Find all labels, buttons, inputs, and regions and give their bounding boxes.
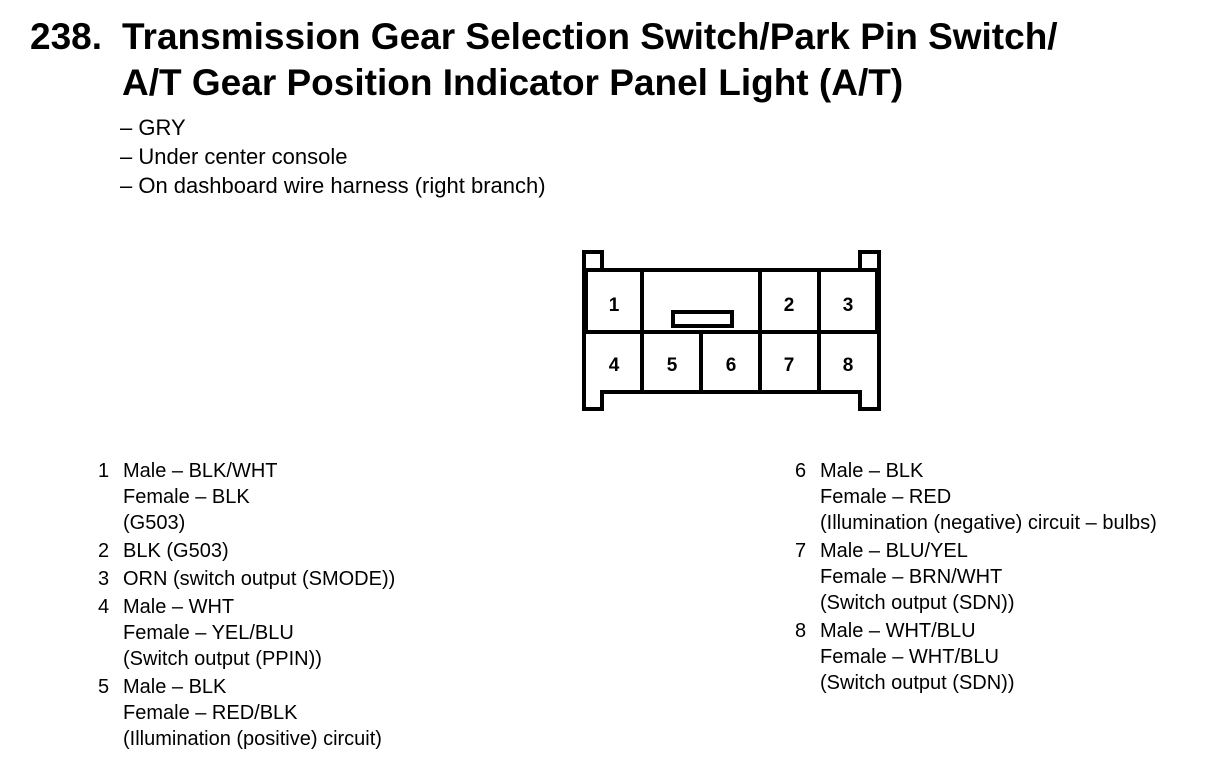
pin-label-6: 6 <box>726 355 737 376</box>
pin-detail: Male – WHT/BLU <box>820 620 976 642</box>
pin-list-left: 1 Male – BLK/WHT Female – BLK (G503) 2 B… <box>98 458 395 754</box>
title-line-1: Transmission Gear Selection Switch/Park … <box>122 16 1058 57</box>
pin-number: 7 <box>795 540 807 562</box>
pin-detail: (Switch output (SDN)) <box>820 672 1015 694</box>
pin-entry-6: 6 Male – BLK Female – RED (Illumination … <box>795 458 1157 536</box>
pin-entry-2: 2 BLK (G503) <box>98 538 395 564</box>
pin-entry-8: 8 Male – WHT/BLU Female – WHT/BLU (Switc… <box>795 618 1157 696</box>
pin-detail: (G503) <box>123 512 186 534</box>
page-title: Transmission Gear Selection Switch/Park … <box>122 14 1058 106</box>
cell-dividers-bottom <box>640 332 821 392</box>
pin-detail: Female – RED/BLK <box>123 702 298 724</box>
note-location: – Under center console <box>120 144 348 169</box>
pin-detail: Male – BLU/YEL <box>820 540 968 562</box>
pin-detail: BLK (G503) <box>123 540 229 562</box>
pin-detail: (Switch output (PPIN)) <box>123 648 322 670</box>
cell-pin-3 <box>817 268 879 334</box>
pin-list-right: 6 Male – BLK Female – RED (Illumination … <box>795 458 1157 698</box>
pin-detail: Female – YEL/BLU <box>123 622 294 644</box>
pin-number: 6 <box>795 460 807 482</box>
note-harness: – On dashboard wire harness (right branc… <box>120 173 546 198</box>
pin-entry-7: 7 Male – BLU/YEL Female – BRN/WHT (Switc… <box>795 538 1157 616</box>
pin-entry-5: 5 Male – BLK Female – RED/BLK (Illuminat… <box>98 674 395 752</box>
pin-number: 8 <box>795 620 807 642</box>
pin-number: 5 <box>98 676 110 698</box>
pin-label-8: 8 <box>843 355 854 376</box>
cell-pin-1 <box>584 268 644 334</box>
pin-entry-1: 1 Male – BLK/WHT Female – BLK (G503) <box>98 458 395 536</box>
pin-detail: (Switch output (SDN)) <box>820 592 1015 614</box>
pin-detail: (Illumination (negative) circuit – bulbs… <box>820 512 1157 534</box>
pin-detail: (Illumination (positive) circuit) <box>123 728 382 750</box>
pin-number: 4 <box>98 596 110 618</box>
pin-detail: Female – WHT/BLU <box>820 646 999 668</box>
pin-label-2: 2 <box>784 295 795 316</box>
pin-detail: Female – RED <box>820 486 952 508</box>
pin-detail: ORN (switch output (SMODE)) <box>123 568 396 590</box>
pin-label-7: 7 <box>784 355 795 376</box>
pin-label-1: 1 <box>609 295 620 316</box>
pin-entry-4: 4 Male – WHT Female – YEL/BLU (Switch ou… <box>98 594 395 672</box>
section-number: 238. <box>30 16 103 57</box>
pin-detail: Female – BLK <box>123 486 250 508</box>
pin-detail: Male – BLK <box>123 676 227 698</box>
connector-notes: – GRY – Under center console – On dashbo… <box>120 113 546 200</box>
pin-label-4: 4 <box>609 355 620 376</box>
pin-label-5: 5 <box>667 355 678 376</box>
pin-detail: Male – BLK/WHT <box>123 460 278 482</box>
title-line-2: A/T Gear Position Indicator Panel Light … <box>122 62 904 103</box>
pin-number: 3 <box>98 568 110 590</box>
pin-detail: Female – BRN/WHT <box>820 566 1003 588</box>
pin-label-3: 3 <box>843 295 854 316</box>
note-color: – GRY <box>120 115 186 140</box>
pin-detail: Male – BLK <box>820 460 924 482</box>
pin-number: 2 <box>98 540 110 562</box>
connector-latch <box>671 310 734 328</box>
pin-entry-3: 3 ORN (switch output (SMODE)) <box>98 566 395 592</box>
pin-detail: Male – WHT <box>123 596 235 618</box>
pin-number: 1 <box>98 460 110 482</box>
